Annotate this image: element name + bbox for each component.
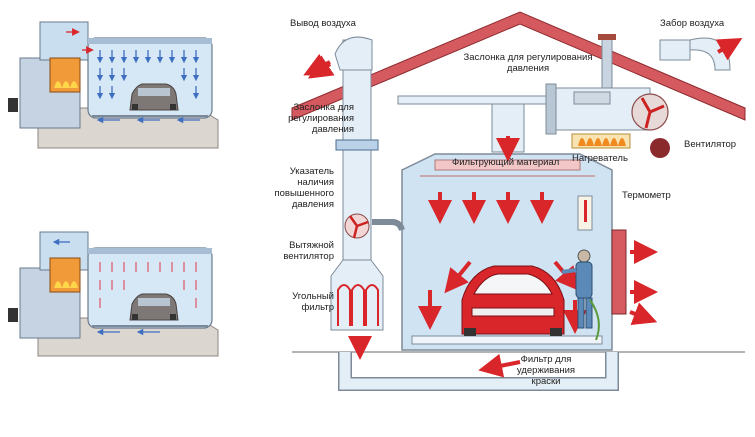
label-paint-filter: Фильтр для удерживания краски <box>516 354 576 387</box>
exhaust-duct <box>342 39 372 281</box>
label-thermometer: Термометр <box>622 190 671 201</box>
mini-booth-top <box>8 21 219 149</box>
heater-flame-icon <box>571 133 631 149</box>
painter-figure <box>561 249 600 341</box>
label-air-outlet: Вывод воздуха <box>290 18 356 29</box>
paint-filter <box>411 335 603 345</box>
carbon-filter-icon <box>330 259 384 331</box>
label-pressure-damper-top: Заслонка для регулирования давления <box>463 52 593 74</box>
roof <box>291 11 746 121</box>
car-icon <box>129 293 179 321</box>
label-filter-material: Фильтрующий материал <box>452 157 560 168</box>
label-heater: Нагреватель <box>572 153 628 164</box>
pressure-damper-left <box>335 139 379 151</box>
exhaust-fan-icon <box>344 213 370 239</box>
label-fan: Вентилятор <box>684 139 737 150</box>
label-pressure-damper-left: Заслонка для регулирования давления <box>288 102 354 135</box>
fan-icon <box>631 93 670 158</box>
label-carbon-filter: Угольный фильтр <box>292 291 334 313</box>
thermometer-icon <box>577 195 593 231</box>
car-icon <box>461 265 565 336</box>
car-icon <box>129 83 179 111</box>
label-air-intake: Забор воздуха <box>660 18 725 29</box>
label-exhaust-fan: Вытяжной вентилятор <box>283 240 334 262</box>
pressure-damper-top <box>545 83 557 135</box>
label-pressure-indicator: Указатель наличия повышенного давления <box>274 166 334 210</box>
mini-booth-bottom <box>8 231 219 357</box>
